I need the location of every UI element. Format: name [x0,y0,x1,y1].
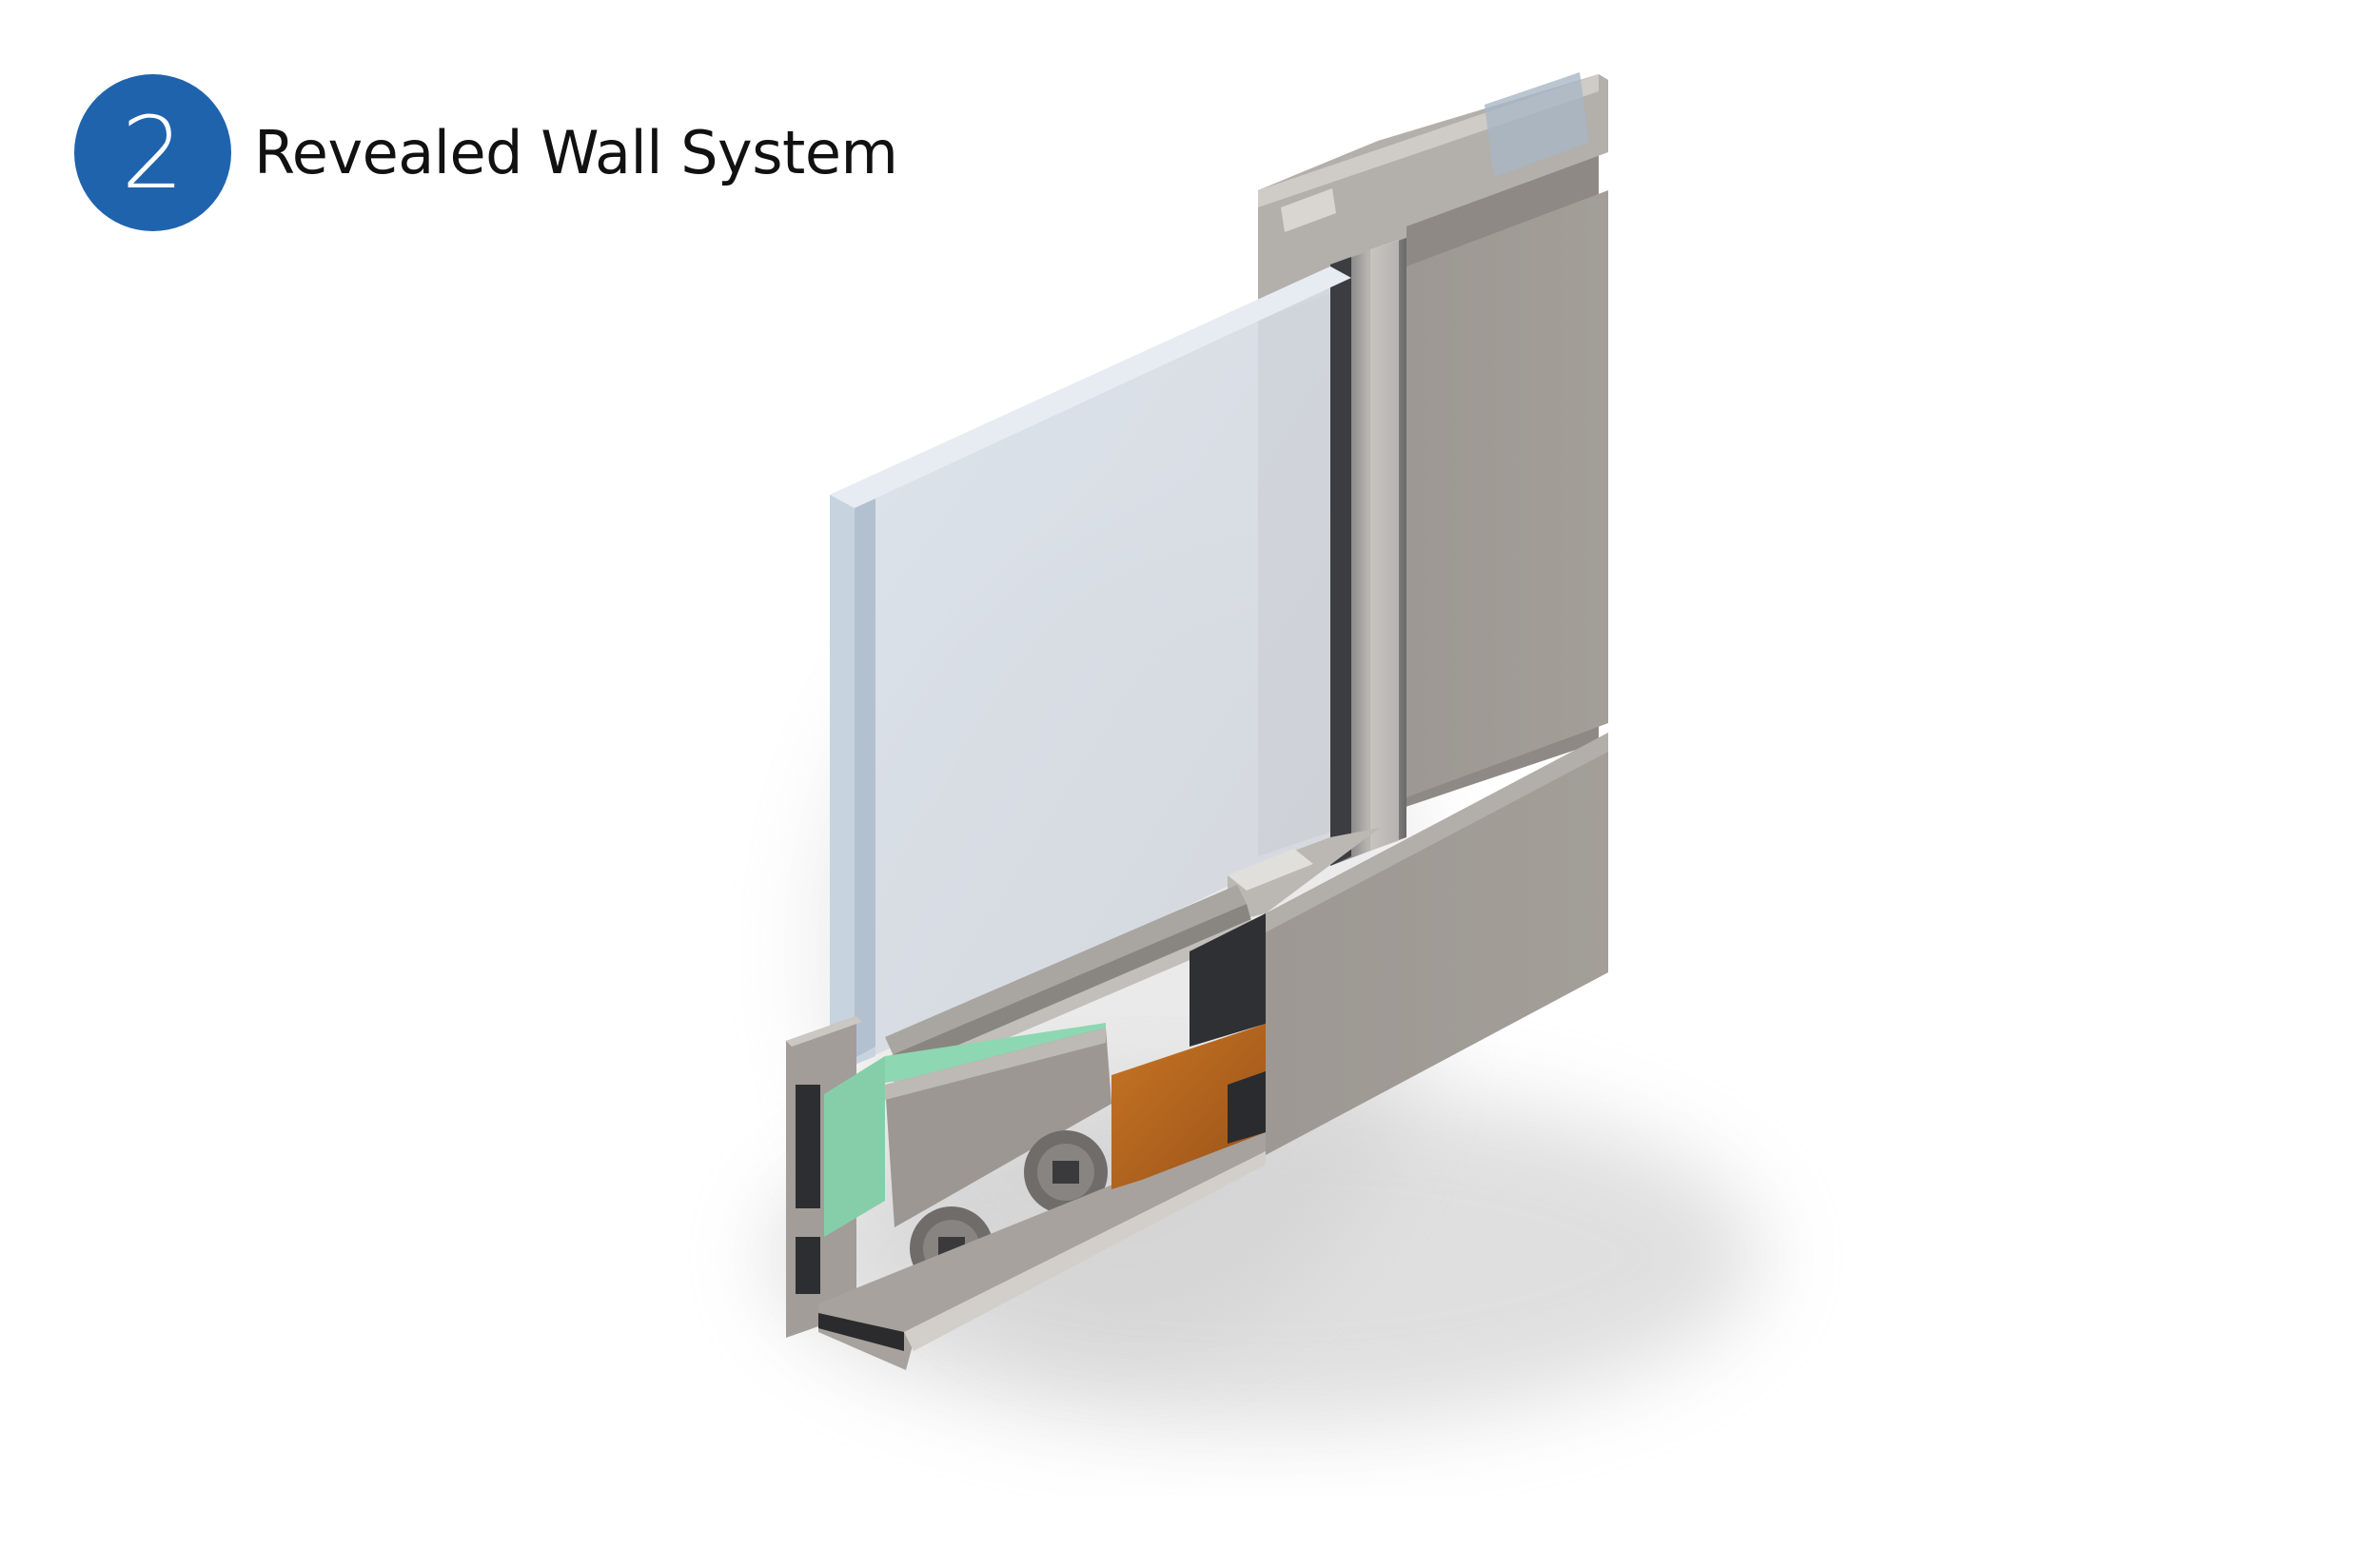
step-number: 2 [121,94,185,211]
page-title: Revealed Wall System [254,118,898,187]
glass-pane [830,266,1351,1075]
heading: 2 Revealed Wall System [74,74,898,231]
mullion-profile [1330,238,1406,866]
section-cut [786,913,1266,1370]
step-number-badge: 2 [74,74,231,231]
